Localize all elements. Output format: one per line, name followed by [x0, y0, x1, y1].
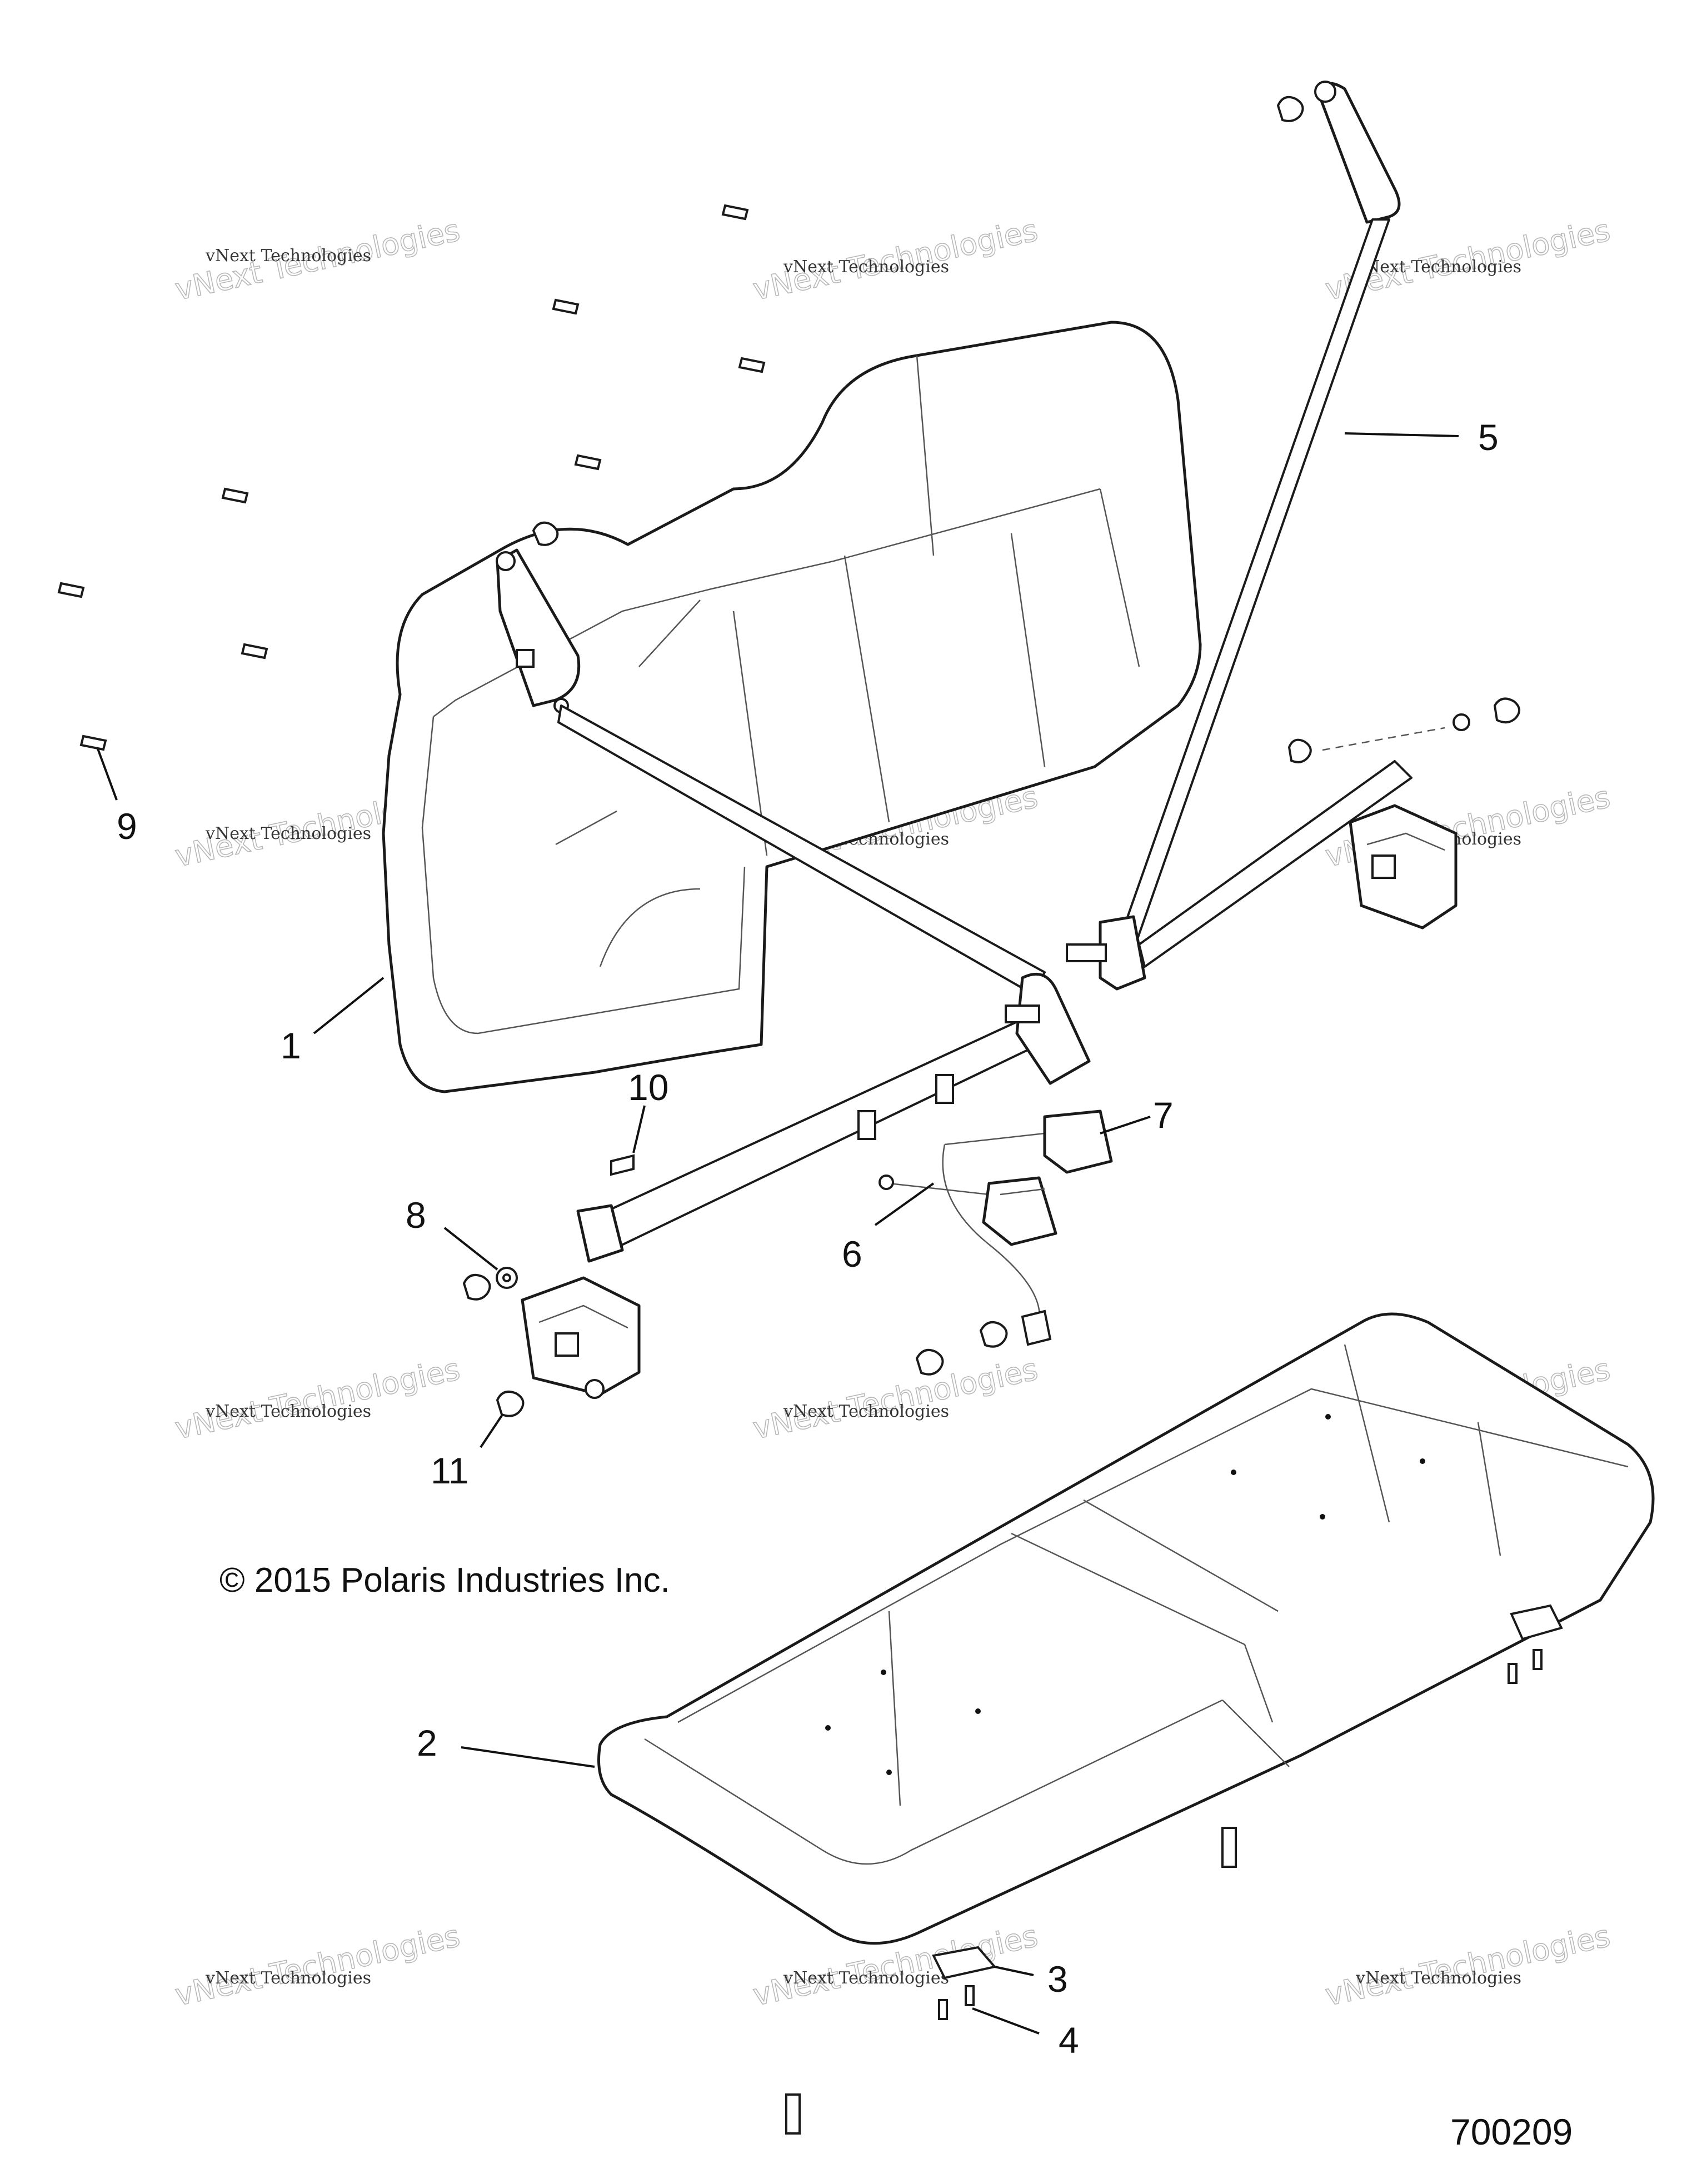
svg-text:vNext Technologies: vNext Technologies [750, 1352, 1041, 1446]
watermark-small: vNext Technologies [783, 1968, 949, 1988]
right-retractor [1287, 697, 1520, 929]
leader-5 [1344, 432, 1459, 437]
leader-10 [632, 1105, 646, 1153]
watermark: vNext Technologies [172, 1351, 463, 1447]
seat-back [382, 321, 1202, 1093]
seat-screw [938, 1649, 1543, 2020]
leader-4 [972, 2007, 1040, 2035]
left-retractor [521, 1276, 641, 1399]
callout-7: 7 [1153, 1095, 1174, 1136]
watermark: vNext Technologies [1322, 1918, 1614, 2013]
seat-post [785, 1827, 1237, 2135]
left-lap-belt [576, 972, 1091, 1263]
svg-text:vNext Technologies: vNext Technologies [1322, 1918, 1614, 2013]
diagram-id: 700209 [1450, 2111, 1573, 2152]
svg-text:vNext Technologies: vNext Technologies [172, 1352, 463, 1446]
callout-8: 8 [406, 1195, 426, 1236]
seat-belt-buckles [879, 1110, 1113, 1376]
svg-text:vNext Technologies: vNext Technologies [172, 1918, 463, 2013]
leader-3 [994, 1966, 1034, 1976]
callout-6: 6 [842, 1233, 862, 1275]
seat-bottom [597, 1312, 1655, 1945]
watermark-small: vNext Technologies [1355, 257, 1521, 277]
watermark-small: vNext Technologies [205, 1968, 371, 1988]
leader-7 [1100, 1116, 1151, 1135]
watermark-small: vNext Technologies [783, 257, 949, 277]
callout-1: 1 [281, 1025, 301, 1066]
leader-9 [96, 747, 118, 801]
callout-11: 11 [431, 1450, 469, 1491]
callouts: 1 2 3 4 5 6 7 8 9 10 11 [117, 417, 1499, 2061]
watermark-small: vNext Technologies [205, 1402, 371, 1421]
leader-1 [313, 977, 385, 1034]
watermark-small: vNext Technologies [205, 246, 371, 266]
watermark-small: vNext Technologies [1355, 1968, 1521, 1988]
callout-10: 10 [628, 1067, 668, 1108]
leader-8 [443, 1227, 498, 1271]
hardware-bolt [610, 1074, 954, 1176]
watermark: vNext Technologies [172, 1918, 463, 2013]
callout-3: 3 [1047, 1958, 1068, 2000]
hardware-nut [462, 1274, 525, 1417]
callout-4: 4 [1059, 2020, 1079, 2061]
leader-lines [96, 432, 1459, 2035]
watermark-small: vNext Technologies [783, 1402, 949, 1421]
loose-screws [57, 204, 766, 751]
leader-2 [461, 1746, 595, 1768]
leader-6 [874, 1182, 935, 1226]
callout-9: 9 [117, 806, 137, 847]
shoulder-belt [1066, 81, 1412, 991]
copyright-text: © 2015 Polaris Industries Inc. [219, 1561, 670, 1600]
callout-2: 2 [417, 1722, 437, 1763]
watermark-small: vNext Technologies [205, 824, 371, 843]
hardware-washer [496, 1267, 518, 1289]
leader-11 [480, 1413, 504, 1448]
callout-5: 5 [1478, 417, 1499, 458]
watermark: vNext Technologies [750, 1351, 1041, 1447]
